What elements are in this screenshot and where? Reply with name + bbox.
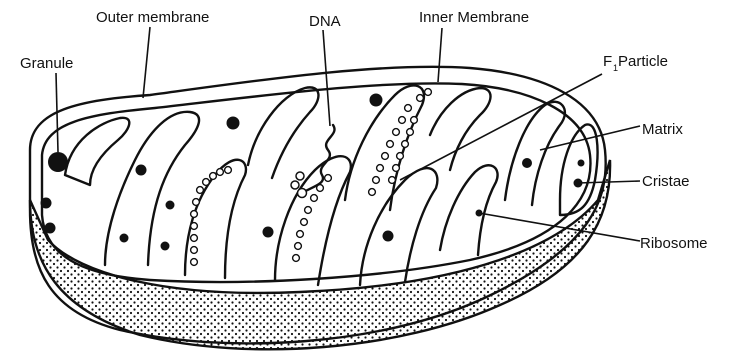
label-cristae: Cristae [642,173,690,190]
granule-large [48,152,68,172]
label-inner-membrane: Inner Membrane [419,9,529,26]
svg-text:F: F [603,53,612,70]
leader-lines [56,27,640,241]
label-matrix: Matrix [642,121,683,138]
label-dna: DNA [309,13,341,30]
label-f1-particle: F 1 Particle [603,53,668,73]
label-outer-membrane: Outer membrane [96,9,209,26]
svg-text:Particle: Particle [618,53,668,70]
label-ribosome: Ribosome [640,235,708,252]
label-granule: Granule [20,55,73,72]
